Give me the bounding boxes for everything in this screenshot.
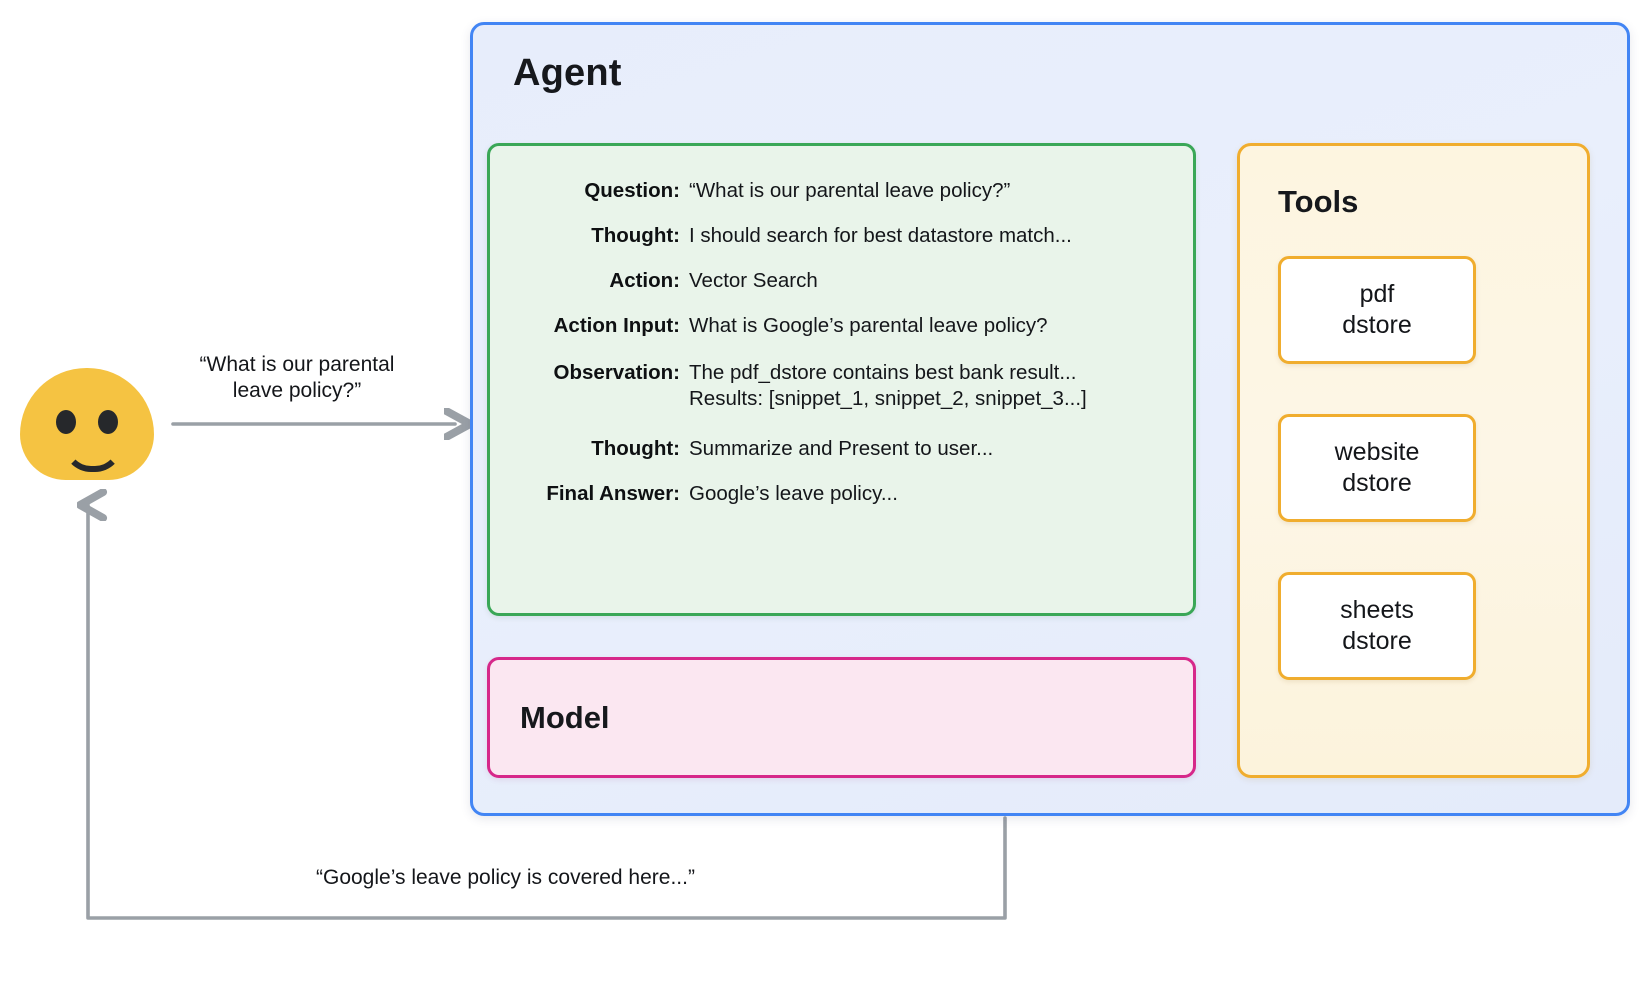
tool-label-line1: pdf [1359, 280, 1395, 308]
tools-panel: Tools pdf dstore website dstore sheets d… [1237, 143, 1590, 778]
trace-value: The pdf_dstore contains best bank result… [689, 361, 1077, 384]
tool-label-line2: dstore [1342, 311, 1412, 339]
trace-value: Vector Search [689, 269, 818, 292]
tool-card-website-dstore[interactable]: website dstore [1278, 414, 1476, 522]
trace-value: Google’s leave policy... [689, 482, 898, 505]
trace-value: Summarize and Present to user... [689, 437, 994, 460]
trace-row: Observation: The pdf_dstore contains bes… [487, 360, 1196, 412]
trace-value: I should search for best datastore match… [689, 224, 1072, 247]
trace-row: Question: “What is our parental leave po… [487, 178, 1196, 204]
avatar-eye-left-icon [56, 410, 76, 434]
tool-label-line2: dstore [1342, 627, 1412, 655]
user-avatar [20, 368, 154, 480]
trace-label: Thought: [591, 224, 680, 247]
trace-label: Observation: [553, 361, 680, 384]
tool-label-line1: sheets [1340, 596, 1414, 624]
trace-label: Final Answer: [546, 482, 680, 505]
tools-title: Tools [1278, 184, 1359, 219]
avatar-eye-right-icon [98, 410, 118, 434]
agent-answer-caption: “Google’s leave policy is covered here..… [316, 866, 695, 889]
trace-label: Action: [609, 269, 680, 292]
trace-label: Question: [584, 179, 680, 202]
trace-label: Thought: [591, 437, 680, 460]
trace-row: Final Answer: Google’s leave policy... [487, 481, 1196, 507]
user-question-line1: “What is our parental [199, 353, 395, 376]
trace-value: “What is our parental leave policy?” [689, 179, 1011, 202]
avatar-smile-icon [63, 434, 123, 472]
tool-card-sheets-dstore[interactable]: sheets dstore [1278, 572, 1476, 680]
trace-row: Thought: I should search for best datast… [487, 223, 1196, 249]
user-question-caption: “What is our parental leave policy?” [172, 352, 422, 404]
tool-card-pdf-dstore[interactable]: pdf dstore [1278, 256, 1476, 364]
trace-row: Thought: Summarize and Present to user..… [487, 436, 1196, 462]
user-question-line2: leave policy?” [232, 379, 362, 402]
trace-row: Action: Vector Search [487, 268, 1196, 294]
model-title: Model [520, 700, 610, 735]
trace-label: Action Input: [553, 314, 680, 337]
agent-title: Agent [513, 52, 622, 94]
trace-value: What is Google’s parental leave policy? [689, 314, 1048, 337]
trace-row: Action Input: What is Google’s parental … [487, 313, 1196, 339]
model-panel: Model [487, 657, 1196, 778]
tool-label-line2: dstore [1342, 469, 1412, 497]
react-trace-panel [487, 143, 1196, 616]
tool-label-line1: website [1334, 438, 1420, 466]
trace-value-secondary: Results: [snippet_1, snippet_2, snippet_… [689, 387, 1087, 410]
